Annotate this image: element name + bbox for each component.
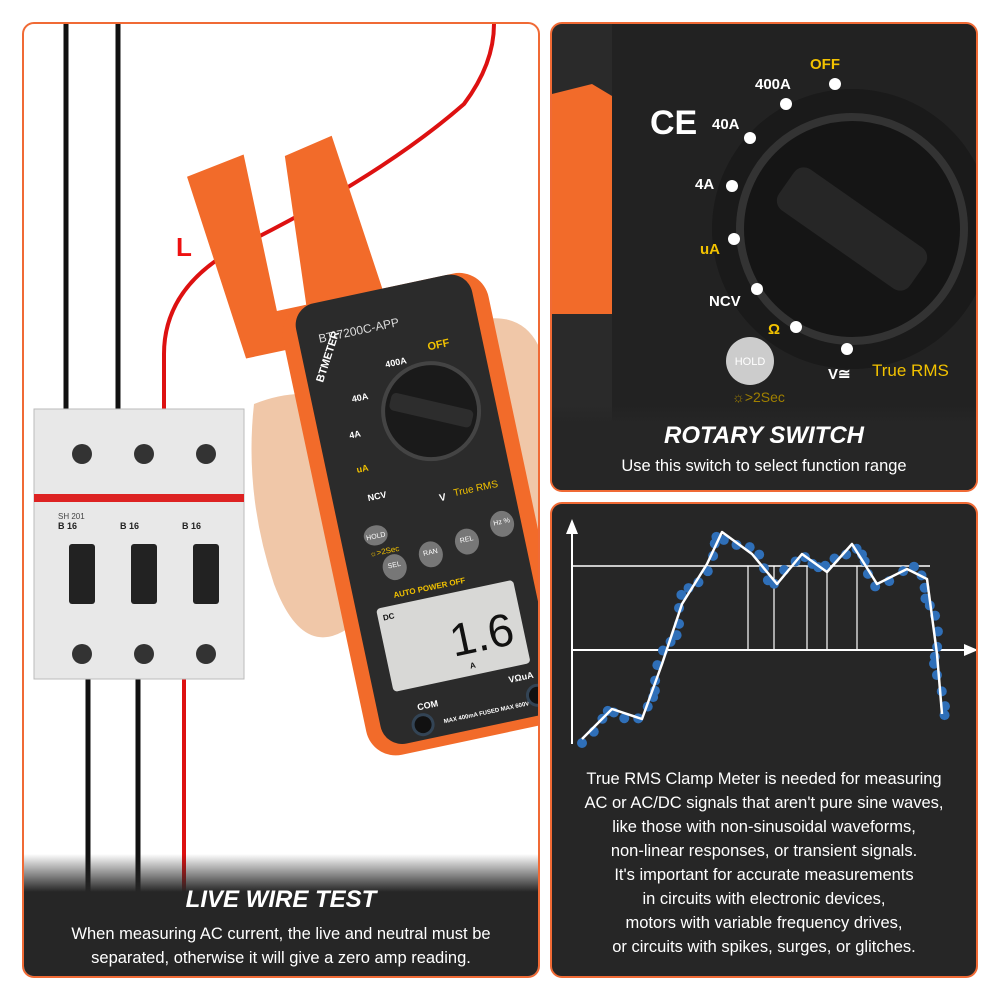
dial-label-40a: 40A xyxy=(712,116,740,133)
wave-sample-dot xyxy=(908,561,919,572)
wave-sample-dot xyxy=(671,630,682,641)
sel-button[interactable] xyxy=(380,552,409,582)
display-mode: DC xyxy=(382,611,395,622)
sel-label: SEL xyxy=(387,561,402,571)
true-rms-label: True RMS xyxy=(872,361,949,380)
wave-sample-dot xyxy=(731,539,742,550)
hz-label: Hz % xyxy=(493,517,511,527)
description-line: or circuits with spikes, surges, or glit… xyxy=(612,938,916,956)
description-line: in circuits with electronic devices, xyxy=(642,890,886,908)
lcd-display xyxy=(376,580,530,692)
dial-label-400a: 400A xyxy=(384,355,408,369)
breaker-rating: B 16 xyxy=(182,521,201,531)
rel-button[interactable] xyxy=(453,526,482,556)
live-wire-title: LIVE WIRE TEST xyxy=(185,886,377,913)
rotary-switch-title: ROTARY SWITCH xyxy=(663,422,864,449)
display-unit: A xyxy=(469,660,477,670)
rotary-switch-closeup: CE OFF 400A 40A 4A uA NCV Ω V≅ True RMS … xyxy=(552,24,976,490)
wave-sample-dot xyxy=(619,713,630,724)
hz-button[interactable] xyxy=(488,509,517,539)
clamp-meter-illustration: SH 201 B 16 B 16 B 16 L BT-7200C-APP OFF… xyxy=(24,24,540,976)
wave-sample-dot xyxy=(754,549,765,560)
dial-label-v: V xyxy=(438,492,447,504)
ran-button[interactable] xyxy=(416,539,445,569)
ran-label: RAN xyxy=(423,548,439,558)
rel-label: REL xyxy=(459,535,474,545)
live-wire-label: L xyxy=(176,232,192,262)
dial-label-off: OFF xyxy=(810,56,840,73)
dial-label-4a: 4A xyxy=(348,428,362,440)
description-line: like those with non-sinusoidal waveforms… xyxy=(612,818,916,836)
com-jack[interactable] xyxy=(411,713,435,737)
description-line: non-linear responses, or transient signa… xyxy=(610,842,918,860)
breaker-rating: B 16 xyxy=(58,521,77,531)
rotary-switch-panel: CE OFF 400A 40A 4A uA NCV Ω V≅ True RMS … xyxy=(550,22,978,492)
hold-button[interactable] xyxy=(726,337,774,385)
hold-button[interactable] xyxy=(362,523,390,548)
true-rms-panel: True RMS Clamp Meter is needed for measu… xyxy=(550,502,978,978)
rotary-switch-description: Use this switch to select function range xyxy=(621,457,907,475)
hold-label: HOLD xyxy=(735,356,766,368)
dial-label-off: OFF xyxy=(427,337,451,353)
wave-sample-dot xyxy=(936,686,947,697)
backlight-hint: ☼>2Sec xyxy=(732,389,785,405)
dial-label-ohm: Ω xyxy=(768,321,780,338)
live-wire-description: When measuring AC current, the live and … xyxy=(71,925,491,967)
waveform-illustration xyxy=(566,519,976,748)
com-label: COM xyxy=(416,698,439,712)
v-jack[interactable] xyxy=(525,683,540,707)
wave-sample-dot xyxy=(769,578,780,589)
live-wire-test-panel: SH 201 B 16 B 16 B 16 L BT-7200C-APP OFF… xyxy=(22,22,540,978)
dial-label-v: V≅ xyxy=(828,366,851,383)
ce-mark: CE xyxy=(650,104,697,142)
dial-label-400a: 400A xyxy=(755,76,791,93)
dial-label-ncv: NCV xyxy=(709,293,741,310)
wave-sample-dot xyxy=(931,670,942,681)
description-line: motors with variable frequency drives, xyxy=(625,914,903,932)
dial-label-ua: uA xyxy=(700,241,720,258)
true-rms-description: True RMS Clamp Meter is needed for measu… xyxy=(552,767,976,959)
description-line: It's important for accurate measurements xyxy=(614,866,914,884)
description-line: True RMS Clamp Meter is needed for measu… xyxy=(586,770,942,788)
dial-label-40a: 40A xyxy=(351,391,370,404)
wave-sample-dot xyxy=(577,738,587,748)
breaker-label: SH 201 xyxy=(58,512,85,521)
dial-label-ua: uA xyxy=(356,462,370,474)
description-line: AC or AC/DC signals that aren't pure sin… xyxy=(584,794,944,812)
dial-label-4a: 4A xyxy=(695,176,714,193)
wave-sample-dot xyxy=(718,534,729,545)
breaker-rating: B 16 xyxy=(120,521,139,531)
wave-sample-dot xyxy=(676,589,687,600)
x-axis-arrow-icon xyxy=(964,644,976,656)
hold-label: HOLD xyxy=(366,531,386,542)
y-axis-arrow-icon xyxy=(566,519,578,534)
dial-label-ncv: NCV xyxy=(367,489,388,503)
